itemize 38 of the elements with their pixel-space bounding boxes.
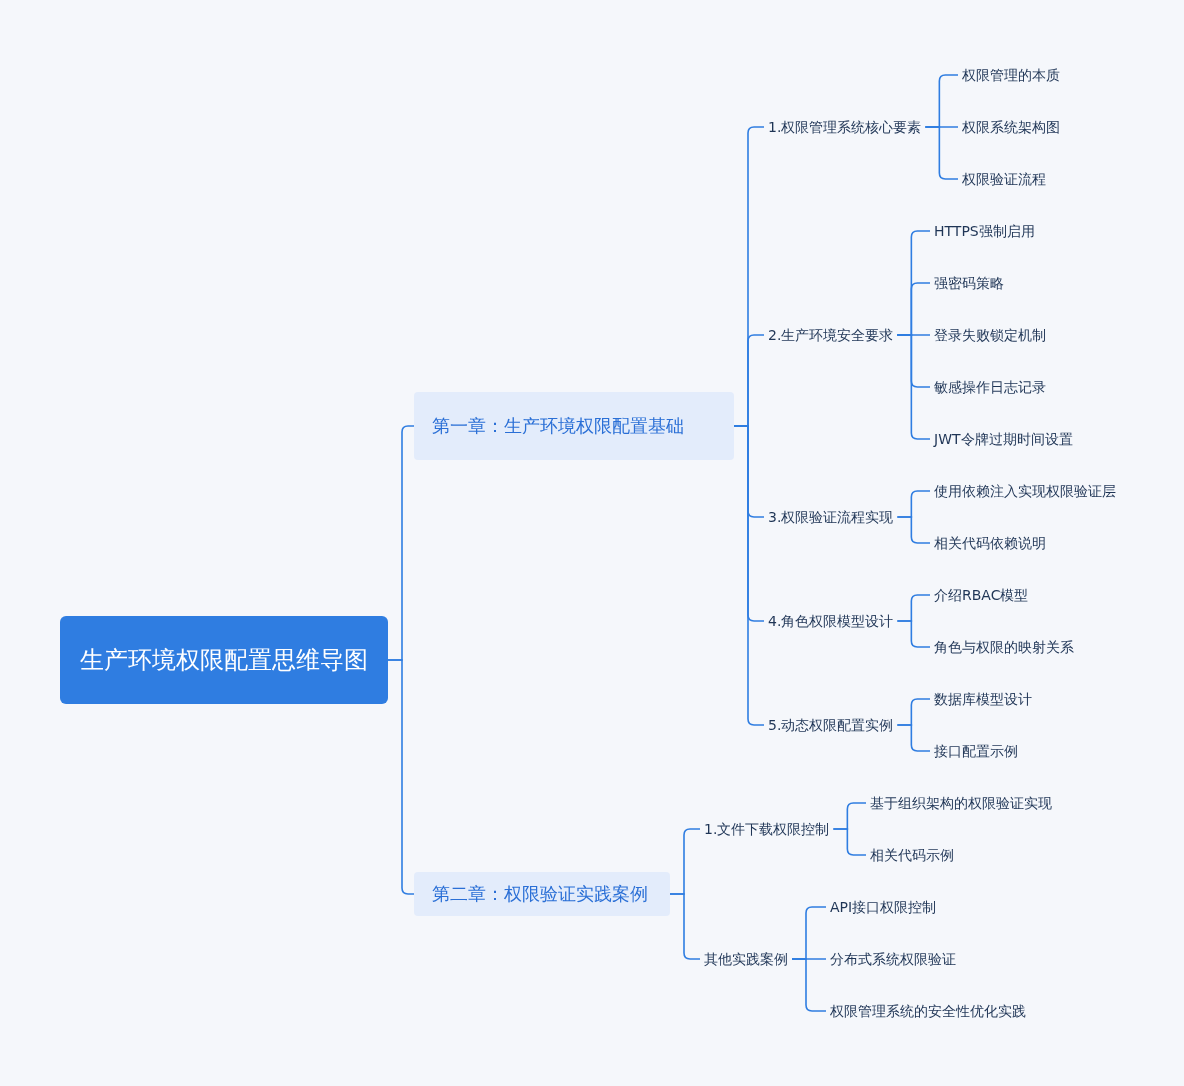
topic-text: 相关代码示例	[866, 844, 958, 866]
topic-text: 分布式系统权限验证	[826, 948, 960, 970]
topic-text: 权限管理的本质	[958, 64, 1064, 86]
topic-text: 相关代码依赖说明	[930, 532, 1050, 554]
topic-text: 登录失败锁定机制	[930, 324, 1050, 346]
topic-text: 1.权限管理系统核心要素	[764, 116, 926, 138]
topic-text: 数据库模型设计	[930, 688, 1036, 710]
connector-line	[896, 724, 931, 752]
topic-text: 2.生产环境安全要求	[764, 324, 898, 346]
topic-text: 介绍RBAC模型	[930, 584, 1033, 606]
topic-text: 其他实践案例	[700, 948, 792, 970]
connector-line	[387, 659, 415, 895]
topic-text: 基于组织架构的权限验证实现	[866, 792, 1056, 814]
topic-text: 使用依赖注入实现权限验证层	[930, 480, 1120, 502]
topic-text: 权限验证流程	[958, 168, 1050, 190]
connector-line	[791, 958, 827, 1012]
topic-text: 1.文件下载权限控制	[700, 818, 834, 840]
connector-line	[896, 516, 931, 544]
connector-line	[733, 425, 765, 726]
topic-text: 强密码策略	[930, 272, 1008, 294]
topic-text: JWT令牌过期时间设置	[930, 428, 1077, 450]
topic-text: 权限系统架构图	[958, 116, 1064, 138]
connector-line	[896, 334, 931, 440]
topic-text: 3.权限验证流程实现	[764, 506, 898, 528]
topic-text: 接口配置示例	[930, 740, 1022, 762]
topic-text: 5.动态权限配置实例	[764, 714, 898, 736]
topic-text: 权限管理系统的安全性优化实践	[826, 1000, 1030, 1022]
topic-text: API接口权限控制	[826, 896, 941, 918]
topic-text: HTTPS强制启用	[930, 220, 1039, 242]
connector-line	[832, 828, 867, 856]
connector-line	[924, 126, 959, 180]
central-topic-box: 生产环境权限配置思维导图	[60, 616, 388, 704]
chapter-box: 第一章：生产环境权限配置基础	[414, 392, 734, 460]
topic-text: 角色与权限的映射关系	[930, 636, 1078, 658]
chapter-box: 第二章：权限验证实践案例	[414, 872, 670, 916]
connector-line	[896, 620, 931, 648]
topic-text: 4.角色权限模型设计	[764, 610, 898, 632]
topic-text: 敏感操作日志记录	[930, 376, 1050, 398]
